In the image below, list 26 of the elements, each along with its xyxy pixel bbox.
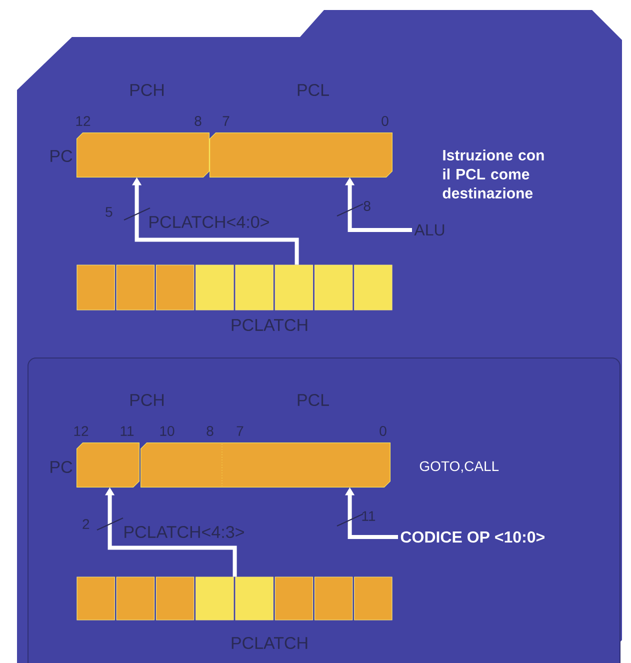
register-box	[76, 442, 140, 488]
bit-number: 8	[194, 116, 202, 126]
bit-number: 7	[222, 116, 230, 126]
register-drawing: PCLATCH	[76, 264, 392, 332]
bus-width: 5	[106, 207, 112, 217]
bus-width: 8	[364, 201, 370, 211]
edge-label: PCLATCH<4:0>	[150, 216, 269, 228]
instruction-text: GOTO,CALL	[420, 461, 499, 473]
node-label: PCLATCH	[232, 636, 308, 650]
bus-width: 2	[82, 519, 90, 529]
register-box	[140, 442, 390, 488]
bus-width: 11	[362, 511, 376, 521]
register-name: PCH	[130, 394, 164, 406]
register-name: PCH	[130, 84, 164, 96]
bit-number: 10	[160, 426, 174, 436]
source-label: CODICE OP <10:0>	[400, 531, 544, 543]
source-label: ALU	[414, 224, 444, 236]
description-text: Istruzione con il PCL come destinazione	[442, 150, 544, 198]
register-drawing: PCLATCH	[76, 576, 392, 650]
register-name: PCL	[298, 84, 329, 96]
register-box	[210, 132, 392, 178]
register-box	[76, 132, 210, 178]
edge-label: PCLATCH<4:3>	[124, 526, 244, 538]
register-name: PCL	[298, 394, 329, 406]
bit-number: 11	[120, 426, 134, 436]
node-label: PCLATCH	[232, 318, 308, 332]
